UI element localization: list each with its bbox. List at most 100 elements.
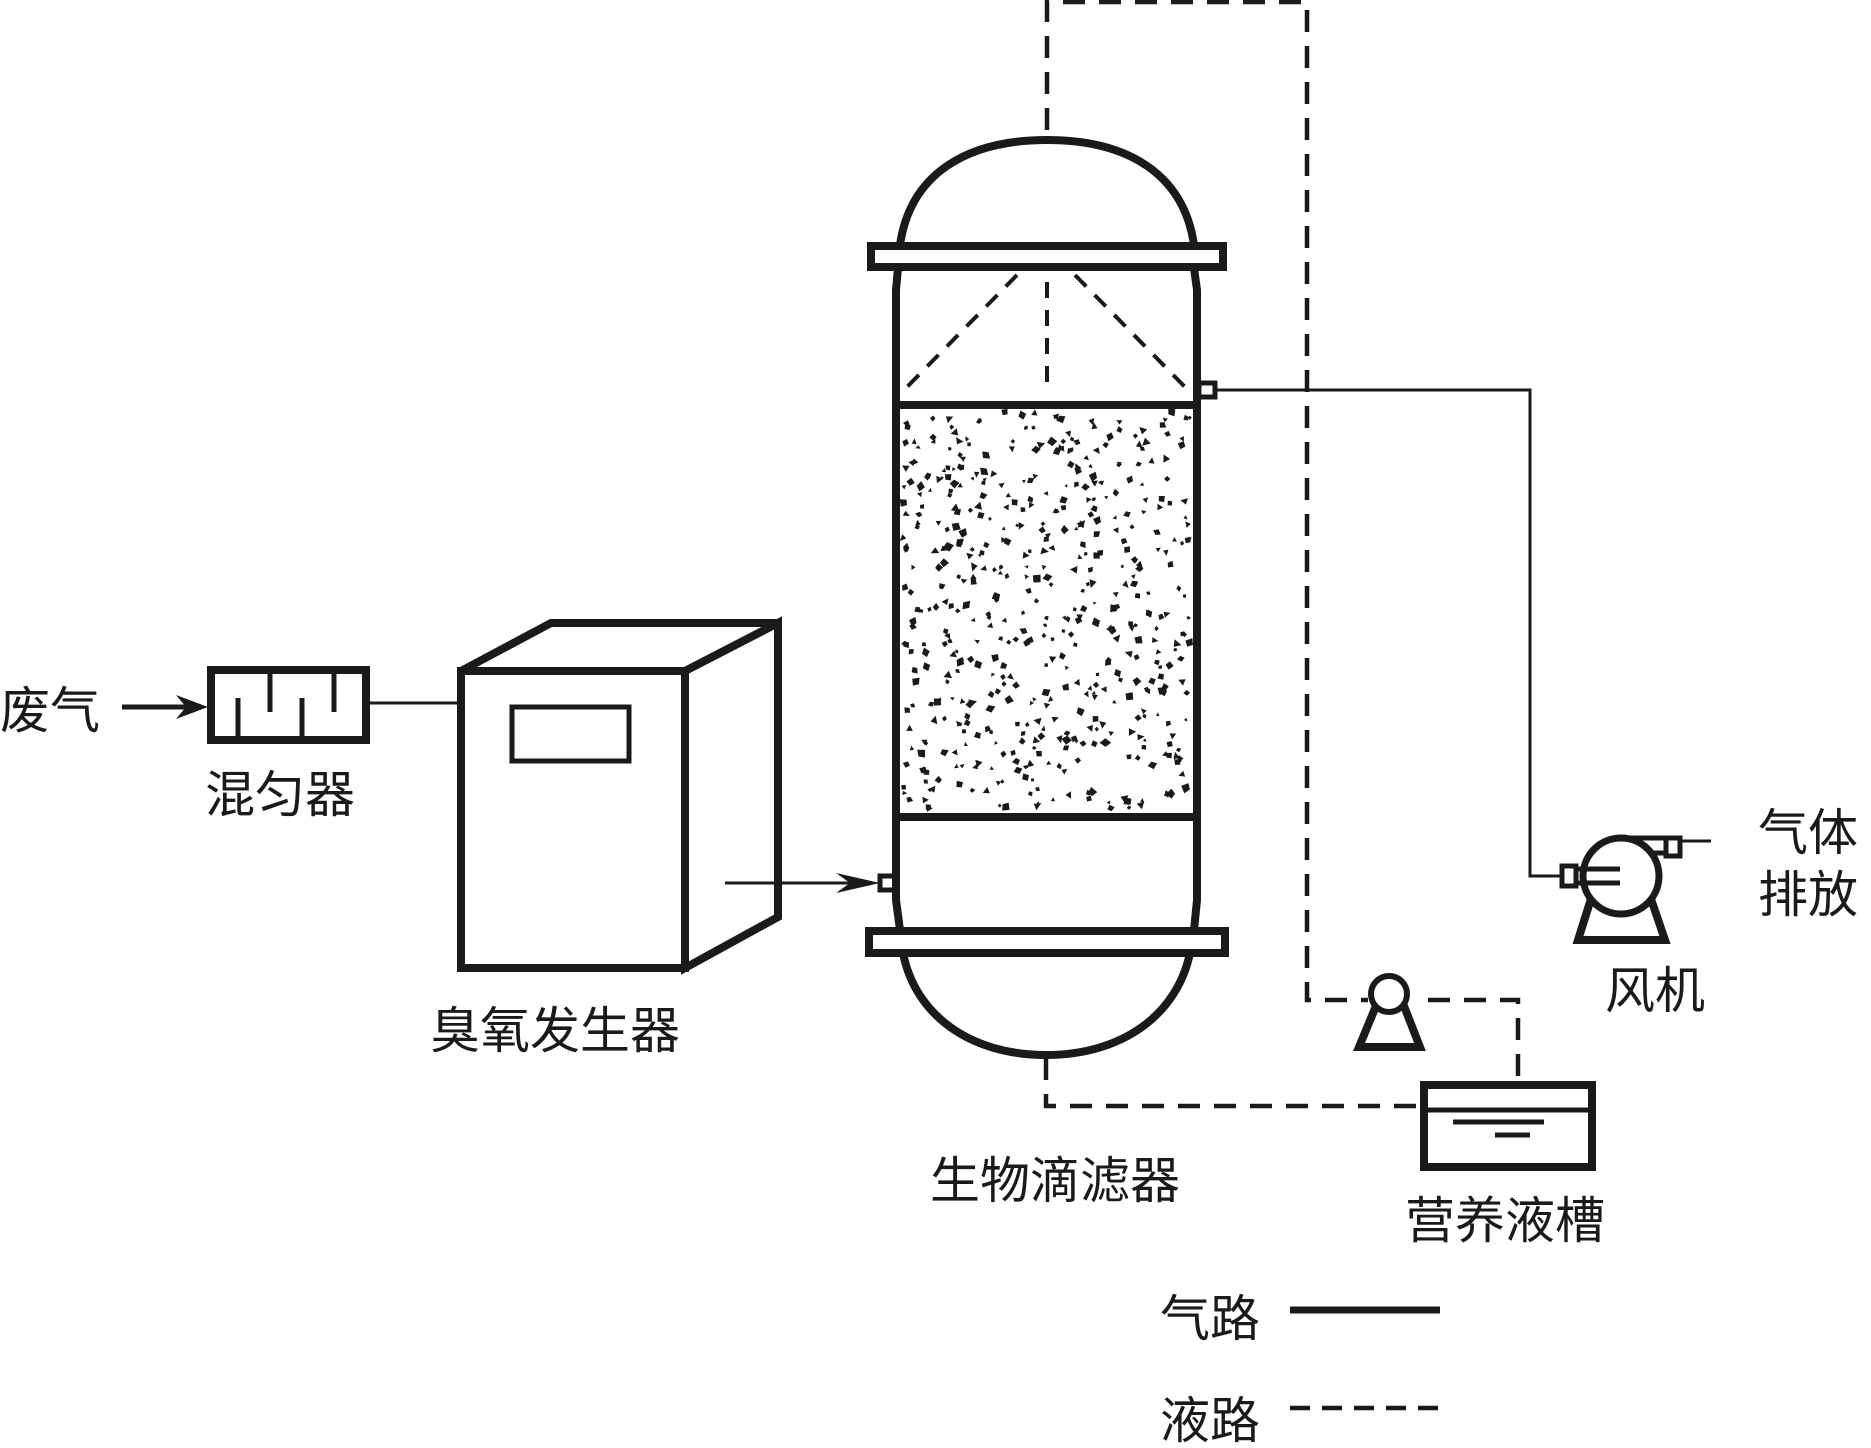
packing-particle	[1057, 445, 1065, 452]
packing-particle	[1019, 628, 1028, 635]
packing-particle	[1122, 580, 1129, 588]
packing-particle	[1173, 639, 1182, 647]
packing-particle	[1118, 677, 1123, 683]
packing-particle	[1027, 549, 1032, 554]
packing-particle	[1060, 438, 1067, 445]
packing-particle	[1083, 690, 1089, 698]
bottom-flange	[865, 927, 1229, 957]
packing-particle	[1038, 526, 1046, 534]
left-wall	[892, 267, 904, 931]
packing-particle	[994, 740, 998, 745]
packing-particle	[1113, 604, 1121, 610]
packing-particle	[1156, 712, 1160, 717]
packing-particle	[1047, 436, 1058, 447]
packing-particle	[1125, 692, 1134, 701]
packing-particle	[1056, 762, 1062, 770]
packing-particle	[964, 742, 968, 746]
packing-particle	[1023, 764, 1029, 770]
packing-particle	[901, 641, 905, 647]
packing-particle	[1162, 751, 1169, 757]
packing-particle	[1185, 521, 1191, 528]
packing-particle	[901, 485, 907, 490]
packing-particle	[1104, 495, 1109, 500]
packing-particle	[941, 598, 949, 605]
packing-particle	[911, 458, 919, 466]
packing-particle	[1018, 737, 1026, 745]
packing-particle	[1139, 446, 1145, 451]
packing-particle	[980, 467, 989, 476]
packing-particle	[1135, 560, 1143, 569]
packing-particle	[940, 749, 949, 757]
packing-particle	[1088, 787, 1098, 797]
packing-particle	[926, 805, 933, 812]
packing-particle	[943, 628, 949, 635]
packing-particle	[1022, 773, 1030, 781]
packing-particle	[1054, 447, 1060, 453]
packing-particle	[1093, 516, 1101, 525]
outlet-label-line1: 气体	[1758, 804, 1858, 862]
packing-particle	[1087, 511, 1095, 518]
packing-particle	[1152, 637, 1159, 643]
packing-particle	[1145, 688, 1151, 695]
packing-particle	[1051, 717, 1059, 723]
packing-particle	[982, 786, 990, 794]
packing-particle	[995, 780, 1002, 786]
packing-particle	[992, 567, 997, 573]
packing-particle	[1069, 566, 1078, 574]
packing-particle	[1041, 565, 1047, 571]
packing-particle	[991, 592, 1001, 601]
packing-particle	[1089, 579, 1097, 589]
packing-particle	[1099, 721, 1107, 729]
packing-particle	[1116, 420, 1123, 425]
packing-particle	[957, 452, 963, 458]
biotrickling-filter	[865, 135, 1229, 1060]
packing-particle	[1031, 425, 1036, 430]
packing-particle	[998, 636, 1003, 641]
packing-particle	[1036, 751, 1042, 757]
packing-particle	[1128, 621, 1134, 627]
packing-particle	[959, 456, 966, 462]
packing-particle	[955, 608, 961, 614]
packing-particle	[1182, 594, 1187, 598]
packing-particle	[1080, 588, 1085, 593]
display-window	[509, 704, 632, 764]
packing-particle	[985, 705, 996, 713]
packing-particle	[1166, 752, 1172, 759]
packing-particle	[911, 666, 918, 674]
packing-particle	[963, 718, 971, 727]
packing-particle	[1092, 447, 1100, 454]
packing-particle	[916, 492, 923, 498]
packing-particle	[919, 608, 924, 613]
packing-particle	[1166, 788, 1176, 799]
packing-particle	[1105, 658, 1112, 666]
legend: 气路 液路	[1160, 1290, 1440, 1448]
packing-particle	[1126, 805, 1132, 810]
packing-particle	[1132, 677, 1142, 687]
packing-particle	[1079, 541, 1086, 549]
packing-particle	[1177, 441, 1186, 450]
packing-particle	[1185, 638, 1193, 647]
packing-particle	[949, 424, 955, 430]
packing-particle	[1000, 661, 1008, 669]
fan	[1559, 834, 1711, 944]
packing-particle	[1133, 654, 1140, 661]
packing-particle	[1106, 800, 1111, 805]
packing-particle	[1061, 629, 1066, 634]
packing-particle	[982, 451, 991, 459]
packing-particle	[1073, 678, 1080, 686]
packing-particle	[1025, 721, 1030, 728]
packing-particle	[1155, 547, 1161, 553]
packing-particle	[956, 538, 964, 546]
packing-particle	[954, 763, 959, 769]
ozone-generator-label: 臭氧发生器	[430, 1002, 680, 1060]
packing-particle	[943, 670, 952, 679]
baffle-mixer-icon	[235, 670, 337, 740]
packing-particle	[1043, 702, 1051, 709]
packing-particle	[1123, 797, 1132, 805]
packing-particle	[1073, 642, 1078, 647]
packing-particle	[910, 703, 916, 708]
packing-particle	[1061, 768, 1068, 775]
packing-particle	[1001, 617, 1007, 623]
packing-particle	[904, 422, 911, 431]
packing-particle	[982, 477, 987, 483]
